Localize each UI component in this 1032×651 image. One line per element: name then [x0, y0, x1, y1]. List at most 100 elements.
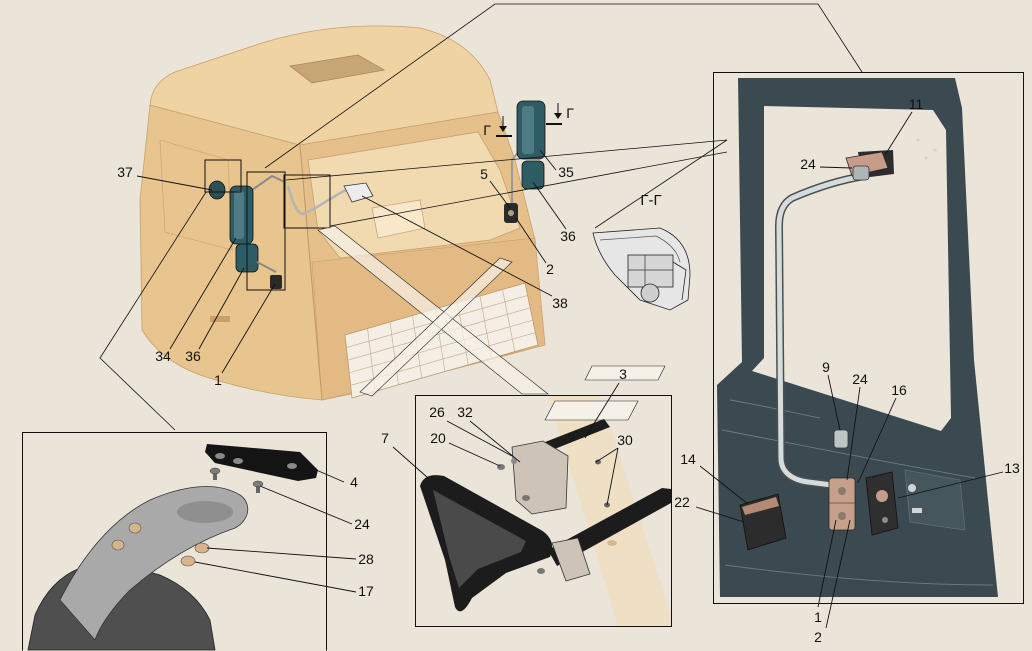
- leader-line: [169, 237, 237, 350]
- section-bracket-block: [627, 254, 674, 288]
- leader-line: [206, 547, 357, 560]
- callout-label: 26: [429, 404, 445, 420]
- callout-label: 28: [358, 551, 374, 567]
- recess-hole: [908, 484, 916, 492]
- callout-label: 24: [354, 516, 370, 532]
- callout-label: 36: [560, 228, 576, 244]
- cab-roof: [149, 25, 499, 146]
- leader-line: [221, 283, 276, 374]
- hinge-bolt: [838, 512, 846, 520]
- leader-line: [361, 195, 553, 297]
- bolt-shank: [256, 484, 260, 493]
- projection-band: [584, 365, 666, 381]
- callout-label: 5: [480, 166, 488, 182]
- lower-bracket-plate: [551, 537, 591, 582]
- inset-frame: [713, 72, 1024, 604]
- plate-hole: [233, 458, 243, 464]
- hinge-bolt: [838, 487, 846, 495]
- callout-label: 38: [552, 295, 568, 311]
- section-housing-rim: [599, 235, 681, 263]
- upper-bracket-arm: [540, 419, 610, 452]
- upper-bracket-plate: [511, 440, 569, 515]
- left-mirror-cluster: [204, 159, 374, 291]
- door-window-opening: [752, 106, 951, 431]
- callout-label: 37: [117, 164, 133, 180]
- callout-label: 22: [674, 494, 690, 510]
- callout-label: 1: [214, 372, 222, 388]
- section-arrowhead: [499, 126, 507, 132]
- bracket-callouts: 3 26 32 20 30 7: [381, 366, 633, 448]
- nut: [511, 458, 517, 464]
- section-clip: [672, 261, 687, 301]
- washer: [194, 542, 210, 554]
- arm-knob: [128, 522, 142, 534]
- leader-line: [194, 561, 357, 593]
- zoom-frame: [283, 174, 331, 229]
- section-arrowhead: [554, 113, 562, 119]
- projection-lines: [99, 3, 863, 431]
- leader-line: [392, 446, 429, 479]
- door-detail-inset: [713, 72, 1024, 604]
- callout-label: 16: [891, 382, 907, 398]
- lower-arm-hinge: [828, 477, 856, 531]
- mount-plate: [205, 444, 318, 481]
- callout-label: 13: [1004, 460, 1020, 476]
- screw: [595, 459, 601, 465]
- mount-callouts: 4 24 28 17: [350, 474, 374, 599]
- mirror-mount-arm: [59, 486, 249, 641]
- projection-band: [317, 225, 549, 395]
- projection-band: [544, 400, 639, 421]
- callout-label: 2: [546, 261, 554, 277]
- callout-label: 1: [814, 609, 822, 625]
- pillar-spot: [607, 540, 617, 546]
- leader-line: [817, 519, 837, 608]
- nut: [180, 555, 196, 567]
- cab-pillar: [548, 396, 671, 626]
- arm-spacer: [833, 429, 849, 449]
- leader-line: [446, 420, 513, 457]
- door-handle: [210, 316, 230, 322]
- wide-mirror-right: [521, 160, 545, 190]
- bolt-head: [209, 467, 221, 475]
- door-callouts: 11 24 9 24 16 14 13 22 1 2: [674, 96, 1020, 645]
- plate-hole: [215, 453, 225, 459]
- callout-label: 24: [800, 156, 816, 172]
- plate-hole: [287, 463, 297, 469]
- leader-line: [539, 149, 557, 171]
- section-marker-label: Г: [566, 105, 574, 121]
- projection-line: [99, 191, 207, 431]
- bolt: [522, 495, 530, 501]
- callout-label: 4: [350, 474, 358, 490]
- main-mirror-arm: [251, 174, 286, 191]
- leader-line: [606, 447, 619, 506]
- leader-line: [884, 111, 913, 156]
- recess-slot: [912, 508, 922, 513]
- curb-mirror-arm: [286, 185, 347, 216]
- projection-line: [264, 3, 863, 169]
- leader-line: [695, 506, 745, 523]
- callout-label: 2: [814, 629, 822, 645]
- bracket-detail-inset: [415, 365, 672, 627]
- section-view-detail: Г-Г: [592, 192, 691, 311]
- frame-hole: [924, 156, 928, 160]
- callout-label: 24: [852, 371, 868, 387]
- leader-line: [699, 465, 749, 505]
- callout-label: 20: [430, 430, 446, 446]
- main-mirror-right-glass: [522, 106, 534, 154]
- mirror-housing-glass: [433, 490, 526, 588]
- curb-mirror-38: [343, 182, 374, 203]
- leader-lines: [136, 111, 1004, 629]
- inset-frame: [22, 432, 327, 651]
- mirror-arm-tube: [776, 173, 867, 489]
- leader-line: [489, 180, 511, 209]
- door-recess: [904, 469, 966, 531]
- leader-line: [595, 447, 619, 463]
- main-mirror-left-glass: [234, 191, 244, 239]
- frame-hole: [916, 138, 920, 142]
- leader-line: [857, 397, 897, 484]
- callout-label: 3: [619, 366, 627, 382]
- ramp-mirror-top: [742, 497, 779, 515]
- leader-line: [532, 181, 567, 230]
